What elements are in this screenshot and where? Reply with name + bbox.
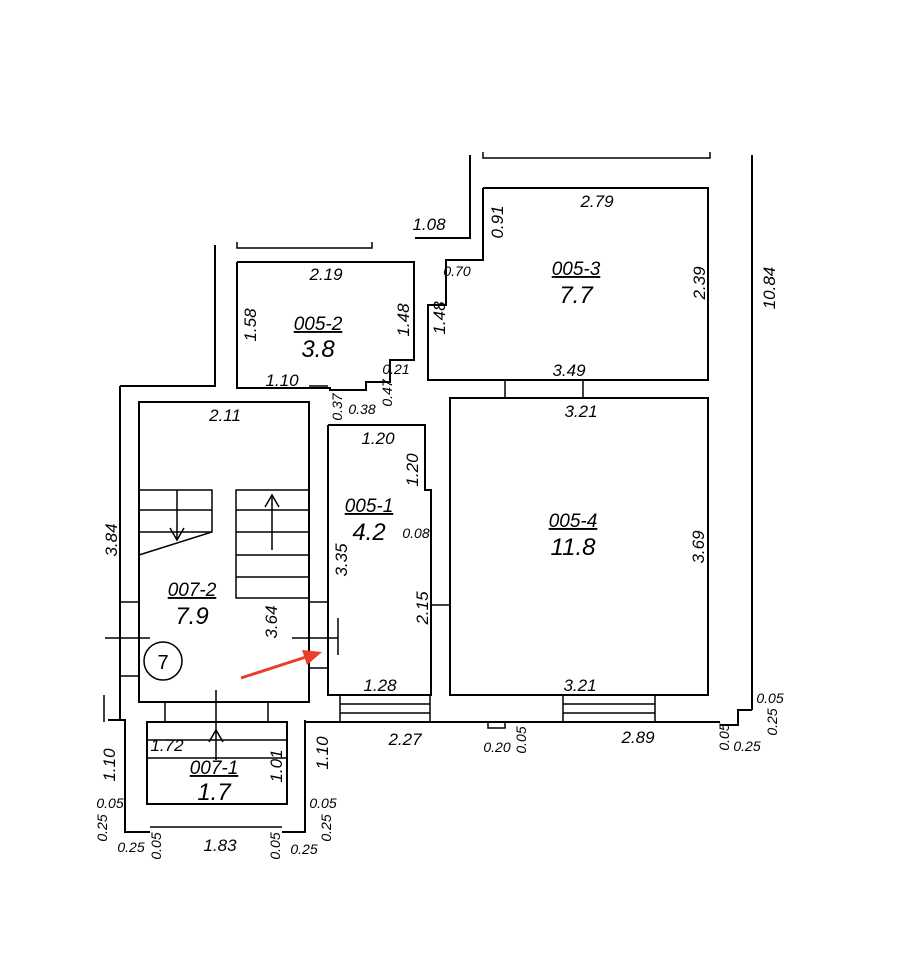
- wall-top-left: [415, 155, 471, 239]
- steps-005-1: [339, 694, 431, 723]
- wall-top-bracket: [482, 152, 711, 159]
- dim-label: 0.25: [94, 814, 110, 841]
- dim-label: 1.28: [363, 676, 397, 695]
- dim-label: 0.25: [318, 814, 334, 841]
- section-marker: 7: [143, 641, 183, 681]
- dim-label: 2.27: [387, 730, 422, 749]
- dim-label: 0.25: [733, 738, 760, 754]
- dim-label: 1.58: [241, 308, 260, 342]
- dim-label: 2.15: [413, 591, 432, 626]
- dimension-labels: 2.79 0.91 1.08 0.70 1.48 2.39 10.84 2.19…: [94, 192, 784, 860]
- dim-label: 3.21: [563, 676, 596, 695]
- dim-label: 1.08: [412, 215, 446, 234]
- dim-label: 1.10: [100, 748, 119, 782]
- marker-circle: [143, 641, 183, 681]
- dim-label: 0.25: [117, 839, 144, 855]
- dim-label: 0.21: [382, 361, 409, 377]
- room-id-005-3: 005-3: [552, 259, 601, 280]
- dim-label: 0.70: [443, 263, 470, 279]
- dim-label: 0.47: [379, 378, 395, 406]
- wall-notch: [487, 722, 506, 729]
- entry-arrow-head: [208, 728, 224, 743]
- dim-label: 2.19: [308, 265, 343, 284]
- stair-right-flight: [235, 489, 310, 599]
- dim-label: 1.72: [150, 736, 184, 755]
- dim-label: 3.64: [262, 605, 281, 638]
- porch-right: [282, 720, 306, 833]
- dim-label: 1.20: [403, 453, 422, 487]
- room-area-005-4: 11.8: [551, 534, 597, 561]
- room-labels: 005-1 4.2 005-2 3.8 005-3 7.7 005-4 11.8…: [168, 259, 601, 806]
- dim-label: 2.11: [208, 406, 241, 425]
- dim-label: 1.48: [430, 301, 449, 335]
- dim-label: 0.25: [764, 708, 780, 735]
- room-007-1-outline: [146, 721, 288, 805]
- marker-label: 7: [157, 652, 168, 674]
- dim-label: 0.05: [756, 690, 783, 706]
- room-id-005-2: 005-2: [294, 314, 343, 335]
- dim-label: 10.84: [760, 267, 779, 310]
- room-005-1-outline: [327, 424, 432, 696]
- dim-label: 2.79: [579, 192, 614, 211]
- dim-label: 3.84: [102, 523, 121, 556]
- dim-label: 1.10: [313, 736, 332, 770]
- wall-right-inner: [720, 709, 752, 726]
- room-007-2-outer: [120, 245, 216, 387]
- room-005-3-outline: [427, 187, 709, 381]
- dim-label: 0.20: [483, 739, 510, 755]
- red-arrow-icon: [240, 650, 322, 680]
- room-id-005-1: 005-1: [345, 496, 394, 517]
- room-005-2-outline: [236, 261, 415, 391]
- dim-label: 1.83: [203, 836, 237, 855]
- dim-label: 3.49: [552, 361, 586, 380]
- dim-label: 3.21: [564, 402, 597, 421]
- stair-left-flight: [138, 489, 213, 556]
- stair-left-arrow-head: [169, 527, 185, 542]
- dim-label: 0.25: [290, 841, 317, 857]
- dim-label: 0.05: [309, 795, 336, 811]
- dim-label: 0.38: [348, 401, 375, 417]
- dim-label: 2.89: [620, 728, 655, 747]
- room-area-005-3: 7.7: [559, 282, 594, 309]
- dim-label: 0.05: [716, 723, 732, 750]
- dim-label: 0.08: [402, 525, 429, 541]
- room-id-007-1: 007-1: [190, 758, 239, 779]
- room-area-005-1: 4.2: [352, 519, 385, 546]
- wall-005-2-bracket: [236, 242, 373, 249]
- dim-label: 0.05: [267, 832, 283, 859]
- walls: [103, 152, 753, 833]
- room-area-007-1: 1.7: [197, 779, 232, 806]
- dim-label: 0.05: [148, 832, 164, 859]
- dim-label: 0.91: [488, 205, 507, 238]
- dim-label: 1.48: [394, 303, 413, 337]
- room-area-005-2: 3.8: [301, 336, 335, 363]
- room-id-007-2: 007-2: [168, 580, 217, 601]
- steps-005-4: [562, 694, 656, 723]
- porch-left: [108, 719, 150, 833]
- dim-label: 0.05: [513, 726, 529, 753]
- dim-label: 3.35: [332, 543, 351, 577]
- stair-right-arrow-head: [264, 493, 280, 508]
- room-area-007-2: 7.9: [175, 603, 208, 630]
- dim-label: 1.10: [265, 371, 299, 390]
- room-id-005-4: 005-4: [549, 511, 598, 532]
- dim-label: 2.39: [690, 266, 709, 301]
- dim-label: 1.20: [361, 429, 395, 448]
- dim-label: 3.69: [689, 530, 708, 564]
- dim-label: 1.01: [267, 749, 286, 782]
- dim-label: 0.05: [96, 795, 123, 811]
- dim-label: 0.37: [329, 392, 345, 420]
